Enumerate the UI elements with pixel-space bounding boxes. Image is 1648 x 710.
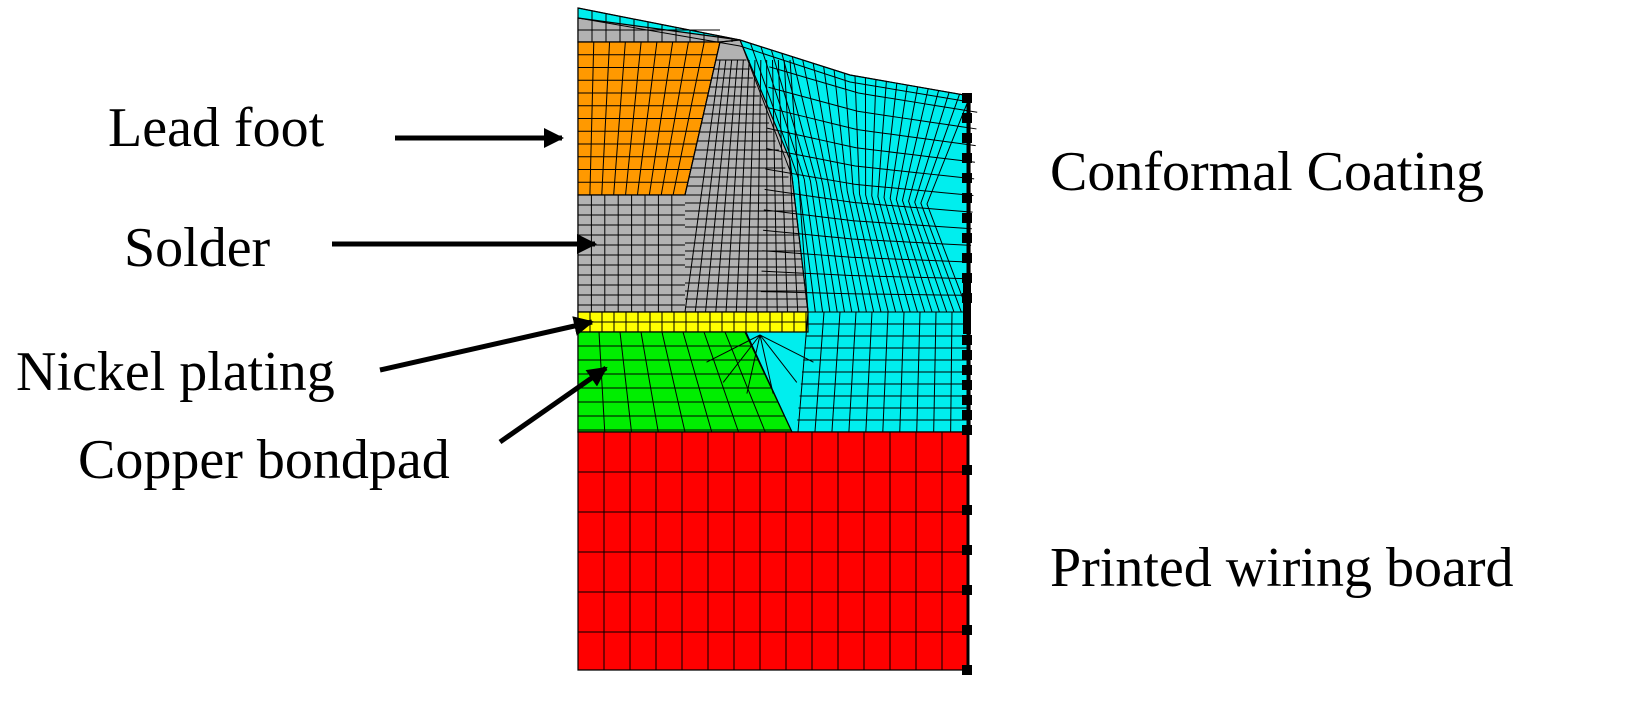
lead-foot-label: Lead foot [108, 97, 325, 159]
boundary-marker [963, 278, 971, 334]
copper-bondpad-label: Copper bondpad [78, 429, 450, 491]
boundary-marker [962, 335, 972, 345]
printed-wiring-board-region [577, 431, 969, 671]
boundary-marker [962, 625, 972, 635]
nickel-plating-arrow [379, 316, 594, 373]
boundary-marker [962, 380, 972, 390]
finite-element-mesh [577, 7, 978, 670]
boundary-marker [962, 93, 972, 103]
boundary-marker [962, 365, 972, 375]
copper-bondpad-arrow [498, 365, 608, 445]
boundary-marker [962, 410, 972, 420]
boundary-marker [962, 545, 972, 555]
nickel-plating-label: Nickel plating [16, 341, 335, 403]
boundary-marker [962, 395, 972, 405]
boundary-marker [962, 173, 972, 183]
boundary-marker [962, 133, 972, 143]
boundary-condition-markers [962, 93, 972, 675]
printed-wiring-board-label: Printed wiring board [1050, 537, 1514, 599]
boundary-marker [962, 350, 972, 360]
conformal-coating-label: Conformal Coating [1050, 141, 1484, 203]
boundary-marker [962, 153, 972, 163]
boundary-marker [962, 665, 972, 675]
solder-label: Solder [124, 217, 271, 279]
boundary-marker [962, 425, 972, 435]
boundary-marker [962, 505, 972, 515]
boundary-marker [962, 253, 972, 263]
boundary-marker [962, 193, 972, 203]
boundary-marker [962, 113, 972, 123]
boundary-marker [962, 465, 972, 475]
boundary-marker [962, 233, 972, 243]
material-regions [577, 7, 971, 671]
boundary-marker [962, 585, 972, 595]
boundary-marker [962, 213, 972, 223]
